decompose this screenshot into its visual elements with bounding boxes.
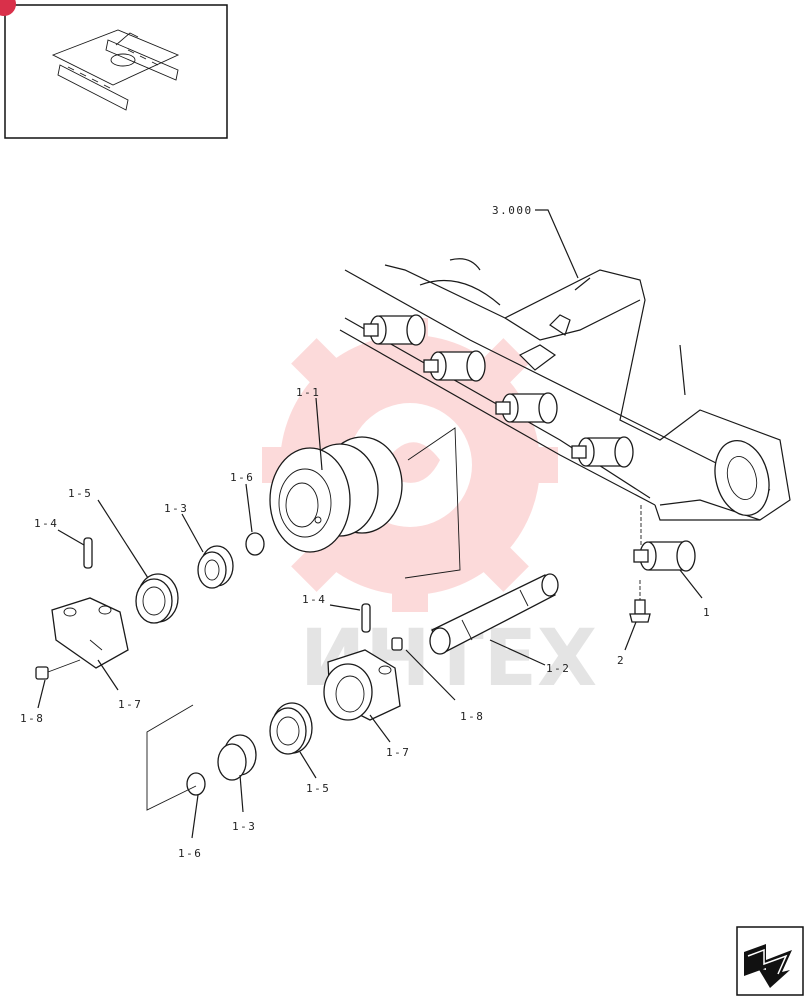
shaft-1-2 <box>429 573 559 655</box>
callout-1-4-lower: 1-4 <box>302 593 326 606</box>
roller-assembly-1 <box>633 540 696 572</box>
bushing-1-3-lower <box>217 734 257 781</box>
callout-1-6-upper: 1-6 <box>230 471 254 484</box>
bracket-1-7-lower <box>323 649 401 721</box>
callout-1-4-upper: 1-4 <box>34 517 58 530</box>
frame-rollers <box>363 314 634 468</box>
seal-1-5-upper <box>135 573 179 624</box>
exploded-bracket-line <box>146 704 197 811</box>
roller-drum-1-1 <box>269 427 461 579</box>
callout-3000: 3.000 <box>492 204 533 217</box>
track-frame <box>339 258 791 521</box>
callout-1-3-lower: 1-3 <box>232 820 256 833</box>
pin-1-4-lower <box>361 603 371 633</box>
bracket-1-7-upper <box>51 597 129 669</box>
leader-lines <box>37 209 703 839</box>
thumbnail-undercarriage-image <box>51 29 180 111</box>
callout-labels: 3.000 1-1 1-6 1-5 1-3 1-4 1-7 1-8 1-4 1-… <box>20 204 711 860</box>
callout-1-2: 1-2 <box>546 662 570 675</box>
grease-fitting-1-8-upper <box>35 659 81 680</box>
callout-1-7-lower: 1-7 <box>386 746 410 759</box>
callout-1-3-upper: 1-3 <box>164 502 188 515</box>
callout-1-5-lower: 1-5 <box>306 782 330 795</box>
callout-1: 1 <box>703 606 711 619</box>
bushing-1-3-upper <box>197 545 234 589</box>
bolt-2 <box>629 580 651 623</box>
callout-1-7-upper: 1-7 <box>118 698 142 711</box>
thumbnail-panel <box>0 0 228 139</box>
next-page-arrow-icon <box>744 944 792 988</box>
pin-1-4-upper <box>83 537 93 569</box>
seal-1-5-lower <box>269 702 313 755</box>
snap-ring-1-6-lower <box>186 772 206 796</box>
callout-1-8-upper: 1-8 <box>20 712 44 725</box>
thumbnail-badge <box>0 0 16 16</box>
callout-1-8-lower: 1-8 <box>460 710 484 723</box>
next-page-button[interactable] <box>736 926 804 996</box>
snap-ring-1-6-upper <box>245 532 265 556</box>
callout-1-6-lower: 1-6 <box>178 847 202 860</box>
grease-fitting-1-8-lower <box>391 637 403 651</box>
callout-1-5-upper: 1-5 <box>68 487 92 500</box>
callout-2: 2 <box>617 654 625 667</box>
callout-1-1: 1-1 <box>296 386 320 399</box>
